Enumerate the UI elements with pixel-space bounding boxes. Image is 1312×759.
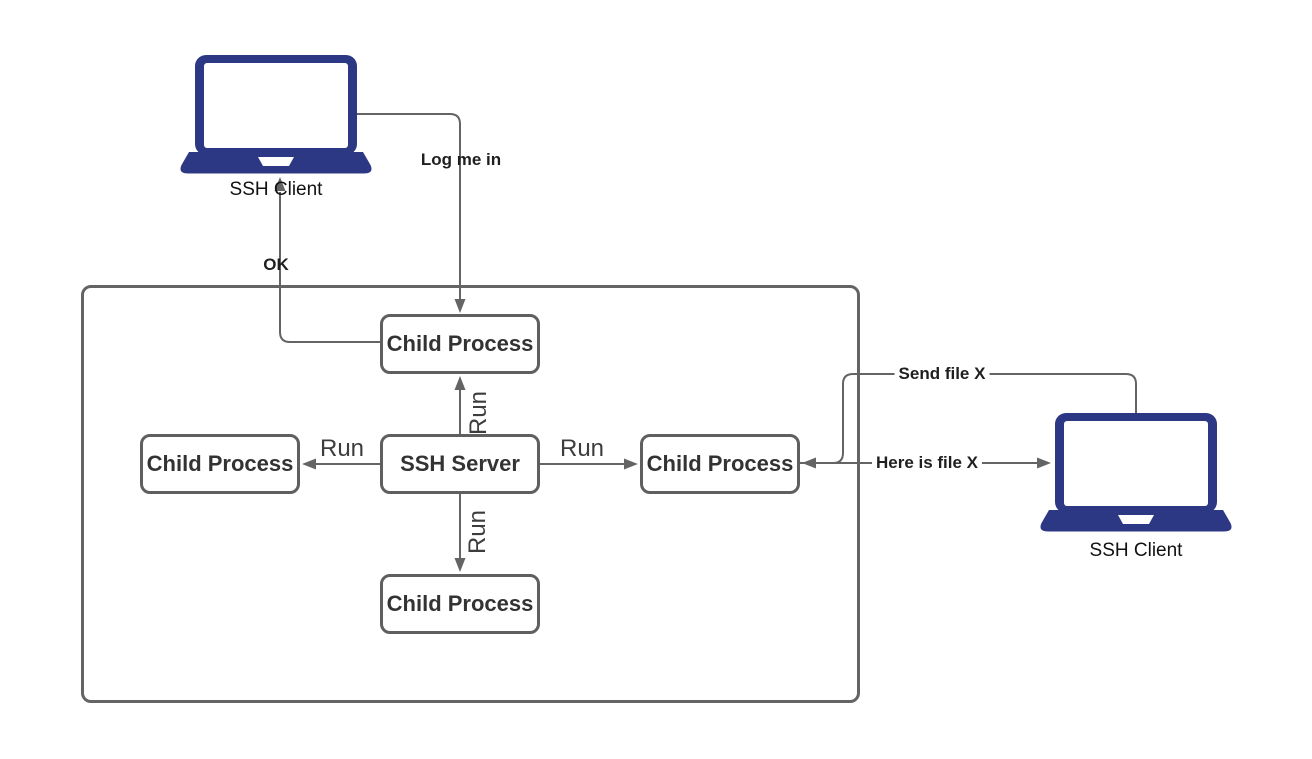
edge-label-run-right: Run [559, 435, 605, 462]
laptop-icon-right [1040, 413, 1232, 532]
edge-run-right [540, 458, 638, 470]
node-ssh-server: SSH Server [380, 434, 540, 494]
label-ssh-client-right: SSH Client [1089, 540, 1183, 561]
server-boundary-box [81, 285, 860, 703]
edge-label-run-top: Run [465, 390, 492, 436]
edge-label-send-file: Send file X [894, 364, 990, 384]
edge-run-bottom [454, 494, 466, 572]
edge-label-run-bottom: Run [464, 509, 491, 555]
edge-label-run-left: Run [319, 435, 365, 462]
edge-run-top [454, 376, 466, 434]
node-child-process-top: Child Process [380, 314, 540, 374]
edge-label-log-me-in: Log me in [420, 150, 502, 169]
edge-log-me-in [357, 113, 466, 313]
edge-ok [274, 177, 382, 343]
node-child-process-left: Child Process [140, 434, 300, 494]
edge-run-left [302, 458, 380, 470]
node-child-process-right: Child Process [640, 434, 800, 494]
laptop-icon-top [180, 55, 372, 174]
edge-label-ok: OK [263, 255, 289, 274]
edge-label-here-is-file: Here is file X [871, 453, 983, 473]
node-child-process-bottom: Child Process [380, 574, 540, 634]
label-ssh-client-top: SSH Client [229, 179, 323, 200]
